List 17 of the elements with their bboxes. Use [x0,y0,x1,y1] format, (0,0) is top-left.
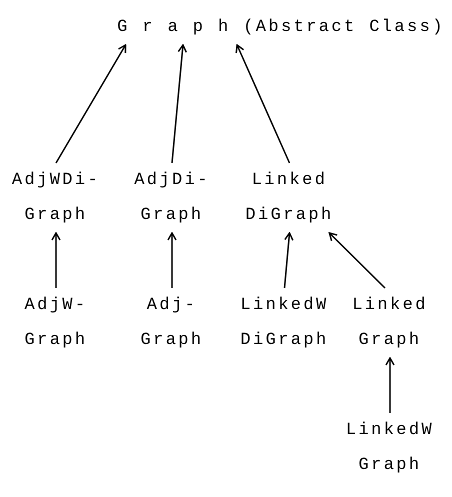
class-name: G r a p h (Abstract Class) [116,17,446,39]
inheritance-arrow [167,232,177,288]
inheritance-arrow [385,357,395,413]
class-name: LinkedW Graph [344,420,436,477]
inheritance-arrow [55,44,126,164]
inheritance-arrow [328,232,386,289]
class-name: AdjDi- Graph [133,170,211,227]
class-name: Linked Graph [351,295,429,352]
class-name: Adj- Graph [139,295,204,352]
inheritance-arrow [284,232,294,288]
inheritance-arrow [51,232,61,288]
class-name: LinkedW DiGraph [239,295,330,352]
class-name: AdjWDi- Graph [10,170,102,227]
class-name: Linked DiGraph [244,170,335,227]
class-name: AdjW- Graph [23,295,88,352]
inheritance-arrow [171,44,188,164]
inheritance-arrow [236,44,290,164]
